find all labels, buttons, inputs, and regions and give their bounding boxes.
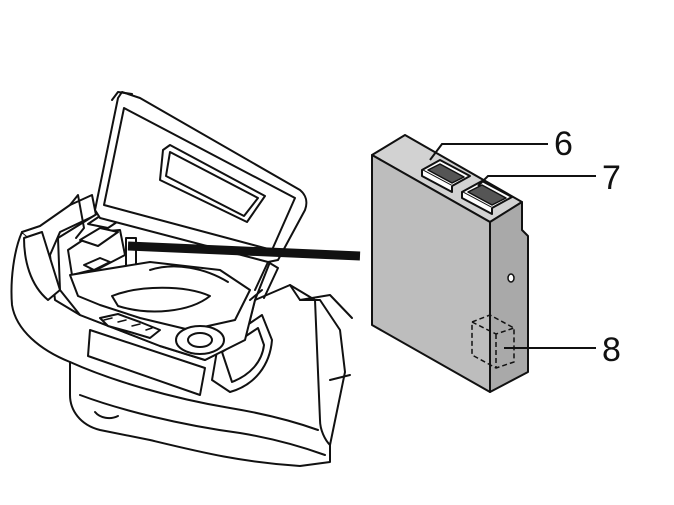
callout-8: 8: [504, 331, 621, 369]
control-module: [371, 134, 529, 393]
car-trunk-illustration: [10, 91, 353, 467]
connector-socket-7: [461, 180, 513, 215]
location-leader-line: [127, 241, 361, 261]
module-side-face: [489, 201, 529, 393]
callout-6: 6: [429, 125, 573, 163]
mounting-hole: [507, 273, 515, 283]
callout-6-leader: [429, 143, 548, 161]
callout-7-label: 7: [602, 159, 621, 197]
callout-7-leader: [477, 175, 596, 187]
connector-socket-6: [421, 159, 471, 193]
callout-7: 7: [477, 159, 621, 197]
hidden-component-8: [471, 314, 515, 369]
callout-6-label: 6: [554, 125, 573, 163]
callout-8-label: 8: [602, 331, 621, 369]
module-front-face: [371, 154, 491, 393]
